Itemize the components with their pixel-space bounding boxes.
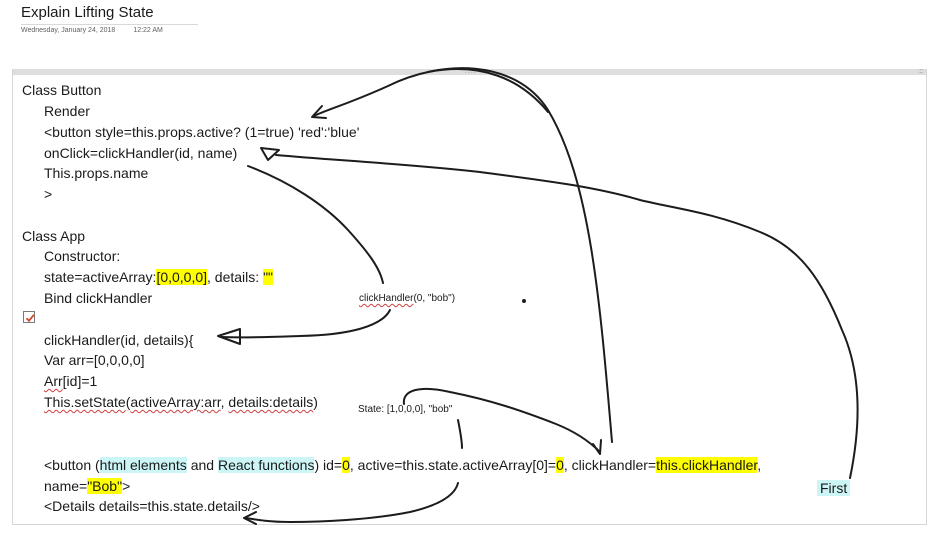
- setstate-line[interactable]: This.setState(activeArray:arr, details:d…: [44, 393, 318, 411]
- jsx-open: <button (: [44, 457, 100, 473]
- line-top-to-right: [427, 68, 549, 113]
- arr-word: Arr: [44, 373, 63, 389]
- this-clickhandler-highlight: this.clickHandler: [656, 457, 758, 473]
- note-container[interactable]: .... ::: [12, 68, 927, 525]
- arr-rest: [id]=1: [62, 373, 98, 389]
- arrow-to-button-style: [313, 67, 613, 443]
- id-zero-highlight: 0: [342, 457, 350, 473]
- checkmark-icon: [25, 314, 35, 323]
- setstate-comma: ,: [220, 394, 229, 410]
- page-date: Wednesday, January 24, 2018: [21, 27, 116, 34]
- state-annotation[interactable]: State: [1,0,0,0], "bob": [358, 404, 453, 415]
- setstate-paren: (: [125, 394, 131, 410]
- jsx-id: ) id=: [314, 457, 343, 473]
- setstate-arg1: activeArray:arr: [130, 394, 221, 410]
- setstate-this: This.setState: [44, 394, 126, 410]
- name-suffix: >: [122, 478, 131, 494]
- state-details-highlight: "": [263, 269, 274, 285]
- button-style-line[interactable]: <button style=this.props.active? (1=true…: [44, 124, 360, 140]
- react-functions-highlight: React functions: [217, 457, 315, 473]
- line-state-down: [457, 419, 463, 449]
- onclick-line[interactable]: onClick=clickHandler(id, name): [44, 145, 238, 161]
- handler-signature-line[interactable]: clickHandler(id, details){: [44, 332, 194, 348]
- curve-onclick-to-call: [247, 165, 384, 284]
- container-drag-bar[interactable]: .... ::: [13, 68, 926, 75]
- title-underline: [21, 24, 198, 25]
- html-elements-highlight: html elements: [99, 457, 187, 473]
- active-zero-highlight: 0: [556, 457, 564, 473]
- var-arr-line[interactable]: Var arr=[0,0,0,0]: [44, 352, 145, 368]
- resize-handle-icon[interactable]: ::: [919, 68, 923, 75]
- jsx-and: and: [186, 457, 218, 473]
- props-name-line[interactable]: This.props.name: [44, 165, 149, 181]
- setstate-close: ): [313, 394, 318, 410]
- class-app-line[interactable]: Class App: [22, 228, 86, 244]
- jsx-comma: ,: [757, 457, 762, 473]
- page-title[interactable]: Explain Lifting State: [21, 4, 154, 21]
- bind-line[interactable]: Bind clickHandler: [44, 290, 153, 306]
- class-button-line[interactable]: Class Button: [22, 82, 102, 98]
- jsx-active: , active=this.state.activeArray[0]=: [349, 457, 557, 473]
- arr-id-line[interactable]: Arr[id]=1: [44, 372, 97, 390]
- constructor-line[interactable]: Constructor:: [44, 248, 121, 264]
- page-datetime: Wednesday, January 24, 2018 12:22 AM: [21, 27, 163, 34]
- setstate-arg2: details:details: [228, 394, 314, 410]
- first-annotation[interactable]: First: [817, 480, 851, 496]
- curve-state-to-array: [402, 387, 601, 453]
- state-array-highlight: [0,0,0,0]: [156, 269, 208, 285]
- state-line[interactable]: state=activeArray:[0,0,0,0], details: "": [44, 268, 274, 286]
- state-mid: , details:: [207, 269, 264, 285]
- jsx-button-line[interactable]: <button (html elements and React functio…: [44, 456, 761, 474]
- handler-call-annotation[interactable]: clickHandler(0, "bob"): [359, 293, 455, 304]
- ink-dot: [522, 299, 526, 303]
- handler-call-word: clickHandler: [359, 293, 414, 304]
- curve-first-to-onclick: [275, 154, 859, 479]
- details-line[interactable]: <Details details=this.state.details/>: [44, 498, 260, 514]
- arrowhead-button-style: [311, 105, 327, 119]
- todo-checkbox[interactable]: [23, 311, 35, 323]
- name-bob-highlight: "Bob": [87, 478, 123, 494]
- curve-to-details: [245, 482, 459, 523]
- arrowhead-array: [592, 439, 602, 455]
- state-prefix: state=activeArray:: [44, 269, 157, 285]
- move-handle-icon[interactable]: ....: [465, 68, 477, 75]
- name-prefix: name=: [44, 478, 88, 494]
- jsx-handler: , clickHandler=: [563, 457, 657, 473]
- arrow-to-handler: [221, 309, 391, 339]
- handler-call-args: (0, "bob"): [413, 293, 456, 304]
- page-time: 12:22 AM: [133, 27, 163, 34]
- close-tag-line[interactable]: >: [44, 186, 53, 202]
- name-line[interactable]: name="Bob">: [44, 477, 130, 495]
- render-line[interactable]: Render: [44, 103, 90, 119]
- arrowhead-details: [243, 511, 257, 525]
- arrowhead-onclick: [260, 147, 280, 161]
- arrowhead-handler: [217, 328, 241, 345]
